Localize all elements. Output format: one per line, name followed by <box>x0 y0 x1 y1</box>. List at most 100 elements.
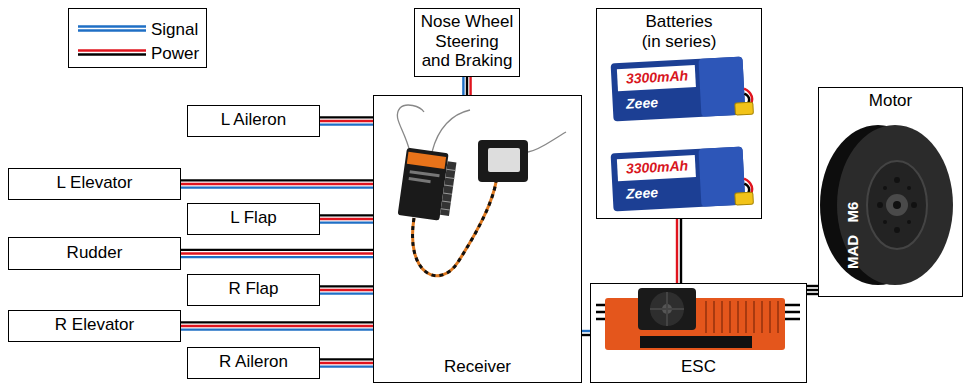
motor-hole <box>894 227 900 233</box>
receiver-box: Receiver <box>373 95 582 383</box>
wire <box>320 214 373 216</box>
pin-header <box>440 161 456 216</box>
battery-label <box>617 155 696 181</box>
motor-hole <box>883 220 887 224</box>
receiver-marking <box>409 177 431 183</box>
component-label: ESC <box>681 357 716 377</box>
esc-fan <box>638 288 696 330</box>
esc-lead <box>596 318 606 321</box>
satellite-receiver <box>478 140 528 182</box>
component-label: L Flap <box>230 208 277 228</box>
wire <box>320 358 373 360</box>
wire <box>181 249 373 251</box>
wire <box>469 77 471 95</box>
motor-model: M6 <box>845 202 860 223</box>
wire <box>320 120 373 122</box>
pin <box>446 169 455 170</box>
component-label: Motor <box>869 91 912 111</box>
battery-label <box>617 65 696 91</box>
wire <box>676 219 678 283</box>
fan-rotor <box>650 292 684 326</box>
battery-body <box>611 57 746 122</box>
legend-entry: Signal <box>151 19 198 41</box>
power-sample <box>78 49 146 51</box>
component-label: R Aileron <box>219 352 288 372</box>
wire-bundle <box>677 219 681 283</box>
pin <box>445 177 454 178</box>
wire-bundle <box>807 286 818 294</box>
component-label: Nose Wheel Steering and Braking <box>420 12 514 71</box>
wire <box>807 293 818 295</box>
wire <box>181 252 373 254</box>
antenna-wire <box>397 105 424 152</box>
receiver-marking <box>410 170 440 177</box>
motor-hole <box>877 202 883 208</box>
wire-bundle <box>320 286 373 293</box>
legend-box: SignalPower <box>68 8 207 68</box>
esc-lead <box>784 318 800 321</box>
signal-sample <box>78 25 146 27</box>
pin <box>443 193 452 194</box>
wire-bundle <box>181 250 373 257</box>
wire-bundle <box>181 322 373 329</box>
esc-plate <box>640 336 752 348</box>
battery-pack <box>611 146 754 211</box>
power-sample <box>78 53 146 55</box>
signal-sample <box>78 29 146 31</box>
battery-capacity: 3300mAh <box>626 68 689 85</box>
component-label: L Aileron <box>221 110 287 130</box>
motor-ring <box>867 161 927 249</box>
component-label: R Flap <box>228 279 278 299</box>
battery-pack <box>611 56 754 121</box>
wire <box>320 365 373 367</box>
wire <box>807 289 818 291</box>
heatsink-fins <box>706 301 778 333</box>
legend-text: Signal <box>151 20 198 39</box>
wire <box>320 116 373 118</box>
wire <box>466 77 468 95</box>
wire <box>582 334 590 336</box>
servo-box: R Flap <box>187 274 320 306</box>
servo-box: L Aileron <box>187 105 320 137</box>
legend-text: Power <box>151 44 199 63</box>
wire <box>320 123 373 125</box>
wire <box>181 183 373 185</box>
esc-lead <box>596 304 606 307</box>
esc-lead <box>784 304 800 307</box>
motor-hole <box>894 177 900 183</box>
wire-bundle <box>320 359 373 366</box>
wire <box>181 186 373 188</box>
component-label: Receiver <box>444 357 511 377</box>
wire <box>462 77 464 95</box>
servo-box: L Elevator <box>8 168 181 200</box>
actuator-box: Nose Wheel Steering and Braking <box>414 8 520 77</box>
motor-face <box>837 125 953 285</box>
component-label: R Elevator <box>55 315 134 335</box>
motor-hole <box>907 220 911 224</box>
wire <box>320 362 373 364</box>
satellite-label <box>488 148 520 172</box>
esc-lead <box>784 311 800 314</box>
component-label: Rudder <box>67 243 123 263</box>
wire-bundle <box>320 215 373 222</box>
pin <box>441 209 450 210</box>
servo-box: R Aileron <box>187 347 320 379</box>
wire <box>582 330 590 332</box>
wire <box>680 219 682 283</box>
battery-connector <box>735 102 754 115</box>
receiver-label <box>407 152 446 169</box>
fan-blades <box>650 292 684 326</box>
antenna-wire <box>432 110 470 152</box>
wire-bundle <box>463 77 470 95</box>
esc-box: ESC <box>590 283 807 383</box>
motor-shaft <box>893 201 901 209</box>
motor-hole <box>911 202 917 208</box>
motor-illustration <box>820 125 953 285</box>
motor-box: Motor <box>818 87 963 297</box>
wire <box>320 285 373 287</box>
wire <box>320 218 373 220</box>
wire <box>181 256 373 258</box>
receiver-body <box>398 148 458 222</box>
